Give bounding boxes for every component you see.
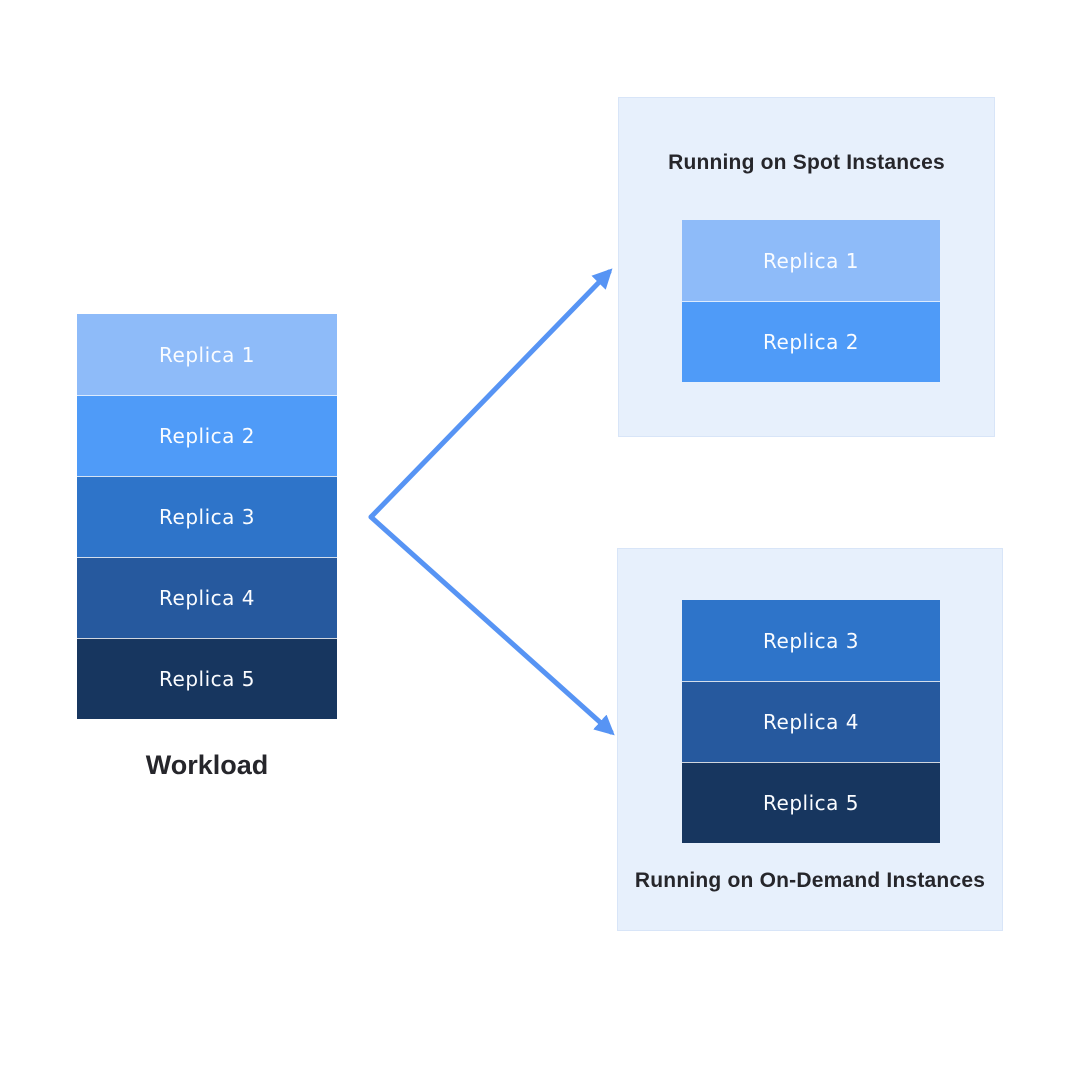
replica-label: Replica 3 — [159, 505, 255, 529]
replica-label: Replica 3 — [763, 628, 859, 653]
spot-replica-stack: Replica 1 Replica 2 — [682, 220, 940, 382]
spot-replica-1: Replica 1 — [682, 220, 940, 301]
ondemand-panel: Replica 3 Replica 4 Replica 5 Running on… — [617, 548, 1003, 931]
workload-replica-5: Replica 5 — [77, 638, 337, 719]
replica-label: Replica 1 — [763, 248, 859, 273]
replica-label: Replica 2 — [763, 330, 859, 354]
replica-label: Replica 4 — [159, 586, 255, 610]
spot-panel-title: Running on Spot Instances — [668, 151, 945, 174]
spot-panel: Running on Spot Instances Replica 1 Repl… — [618, 97, 995, 437]
ondemand-replica-stack: Replica 3 Replica 4 Replica 5 — [682, 600, 940, 843]
replica-label: Replica 5 — [763, 791, 859, 815]
ondemand-panel-title: Running on On-Demand Instances — [634, 869, 986, 892]
arrow-to-ondemand-icon — [368, 514, 615, 736]
replica-label: Replica 4 — [763, 710, 859, 734]
workload-replica-3: Replica 3 — [77, 476, 337, 557]
replica-label: Replica 1 — [159, 342, 255, 367]
workload-replica-2: Replica 2 — [77, 395, 337, 476]
spot-replica-2: Replica 2 — [682, 301, 940, 382]
arrow-to-spot-icon — [368, 268, 613, 520]
ondemand-replica-5: Replica 5 — [682, 762, 940, 843]
workload-title: Workload — [145, 750, 269, 780]
replica-label: Replica 5 — [159, 667, 255, 691]
ondemand-replica-3: Replica 3 — [682, 600, 940, 681]
workload-replica-1: Replica 1 — [77, 314, 337, 395]
workload-replica-4: Replica 4 — [77, 557, 337, 638]
workload-stack: Replica 1 Replica 2 Replica 3 Replica 4 … — [77, 314, 337, 719]
replica-label: Replica 2 — [159, 424, 255, 448]
ondemand-replica-4: Replica 4 — [682, 681, 940, 762]
